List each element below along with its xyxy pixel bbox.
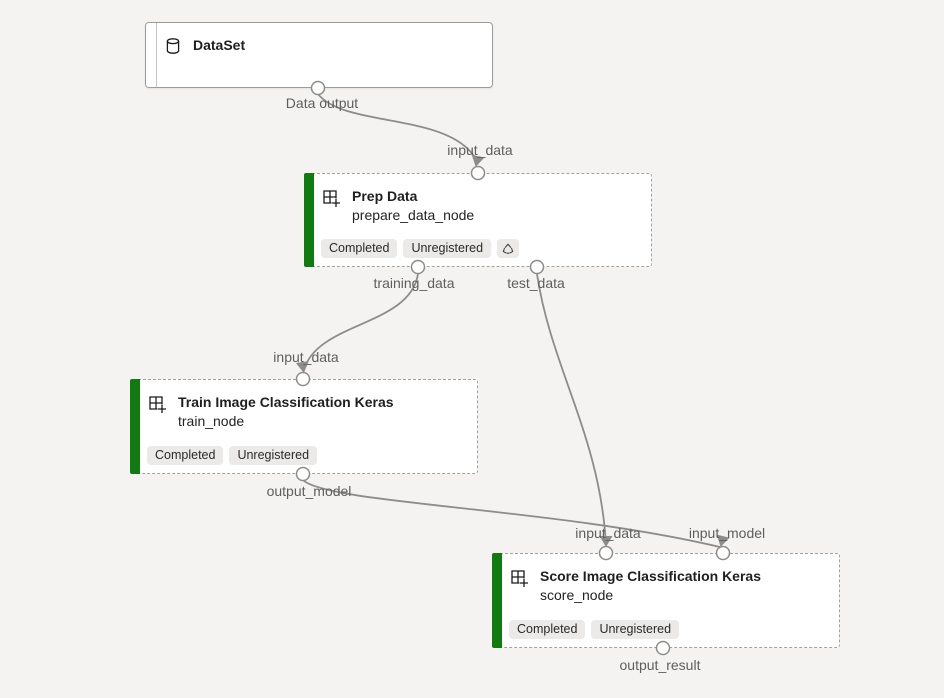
node-title: Score Image Classification Keras	[540, 568, 761, 584]
database-icon	[164, 37, 182, 55]
port-label-output-model: output_model	[266, 483, 352, 499]
reuse-icon	[497, 239, 520, 258]
status-accent-bar	[304, 173, 314, 267]
port-label-data-output: Data output	[285, 95, 359, 111]
status-accent-bar	[492, 553, 502, 648]
component-icon	[509, 568, 529, 588]
port-label-train-input-data: input_data	[273, 349, 339, 365]
port-label-output-result: output_result	[619, 657, 701, 673]
dataset-accent-bar	[146, 23, 157, 87]
registration-badge: Unregistered	[229, 446, 318, 465]
status-badge: Completed	[509, 620, 586, 639]
edge-prep-to-score[interactable]	[536, 273, 607, 546]
node-train[interactable]: Train Image Classification Keras train_n…	[130, 379, 478, 474]
node-subtitle: train_node	[178, 413, 245, 429]
port-label-score-input-data: input_data	[575, 525, 641, 541]
node-subtitle: score_node	[540, 587, 614, 603]
node-prep-data[interactable]: Prep Data prepare_data_node Completed Un…	[304, 173, 652, 267]
edge-train-to-score[interactable]	[302, 479, 721, 548]
component-icon	[321, 188, 341, 208]
node-title: Prep Data	[352, 188, 418, 204]
status-accent-bar	[130, 379, 140, 474]
registration-badge: Unregistered	[403, 239, 492, 258]
node-dataset[interactable]: DataSet	[145, 22, 493, 88]
node-subtitle: prepare_data_node	[352, 207, 475, 223]
status-badge: Completed	[147, 446, 224, 465]
registration-badge: Unregistered	[591, 620, 680, 639]
node-title: DataSet	[193, 37, 246, 53]
port-label-training-data: training_data	[373, 275, 455, 291]
port-label-score-input-model: input_model	[688, 525, 766, 541]
component-icon	[147, 394, 167, 414]
status-badge: Completed	[321, 239, 398, 258]
node-score[interactable]: Score Image Classification Keras score_n…	[492, 553, 840, 648]
port-label-prep-input-data: input_data	[447, 142, 513, 158]
port-label-test-data: test_data	[507, 275, 565, 291]
node-title: Train Image Classification Keras	[178, 394, 394, 410]
